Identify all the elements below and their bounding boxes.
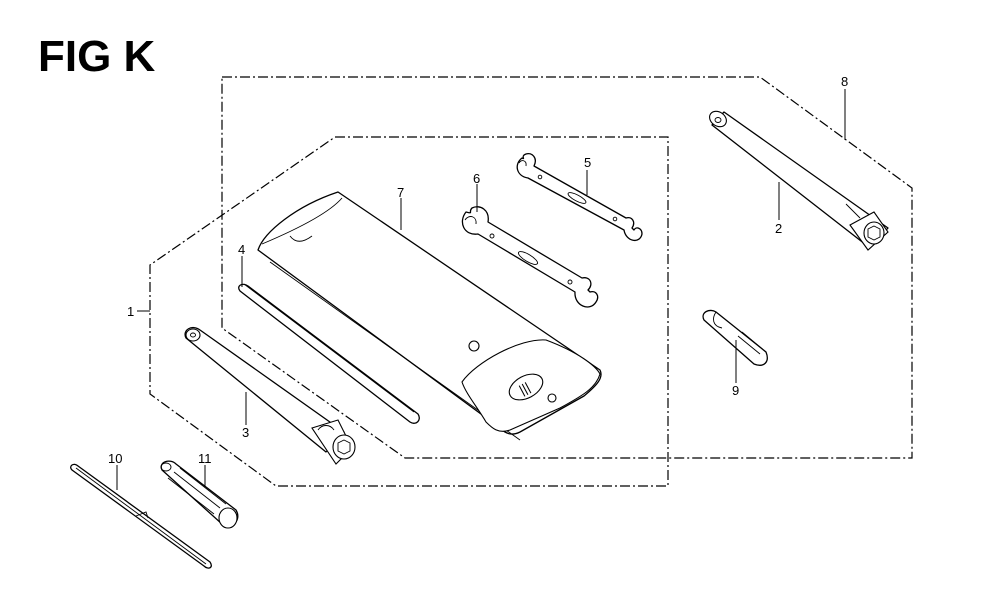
screwdriver-handle-part — [160, 460, 239, 529]
box-wrench-part — [709, 110, 889, 251]
handle-bar-part — [238, 283, 420, 424]
callout-5: 5 — [584, 155, 591, 170]
tool-pouch-part: ||| — [257, 191, 602, 441]
callout-3: 3 — [242, 425, 249, 440]
figure-title: FIG K — [38, 32, 156, 81]
outer-group-boundary — [221, 76, 913, 459]
inner-group-boundary — [149, 136, 669, 487]
screwdriver-bit-part — [702, 309, 768, 366]
callout-9: 9 — [732, 383, 739, 398]
callout-1: 1 — [127, 304, 134, 319]
callout-4: 4 — [238, 242, 245, 257]
spark-plug-wrench-part — [184, 326, 356, 465]
callout-10: 10 — [108, 451, 122, 466]
small-wrench-part — [516, 152, 643, 241]
callout-7: 7 — [397, 185, 404, 200]
callout-6: 6 — [473, 171, 480, 186]
leader-lines — [116, 89, 846, 490]
large-wrench-part — [461, 206, 599, 308]
callout-8: 8 — [841, 74, 848, 89]
screwdriver-shaft-part — [70, 463, 212, 569]
callout-11: 11 — [198, 451, 212, 466]
callout-2: 2 — [775, 221, 782, 236]
